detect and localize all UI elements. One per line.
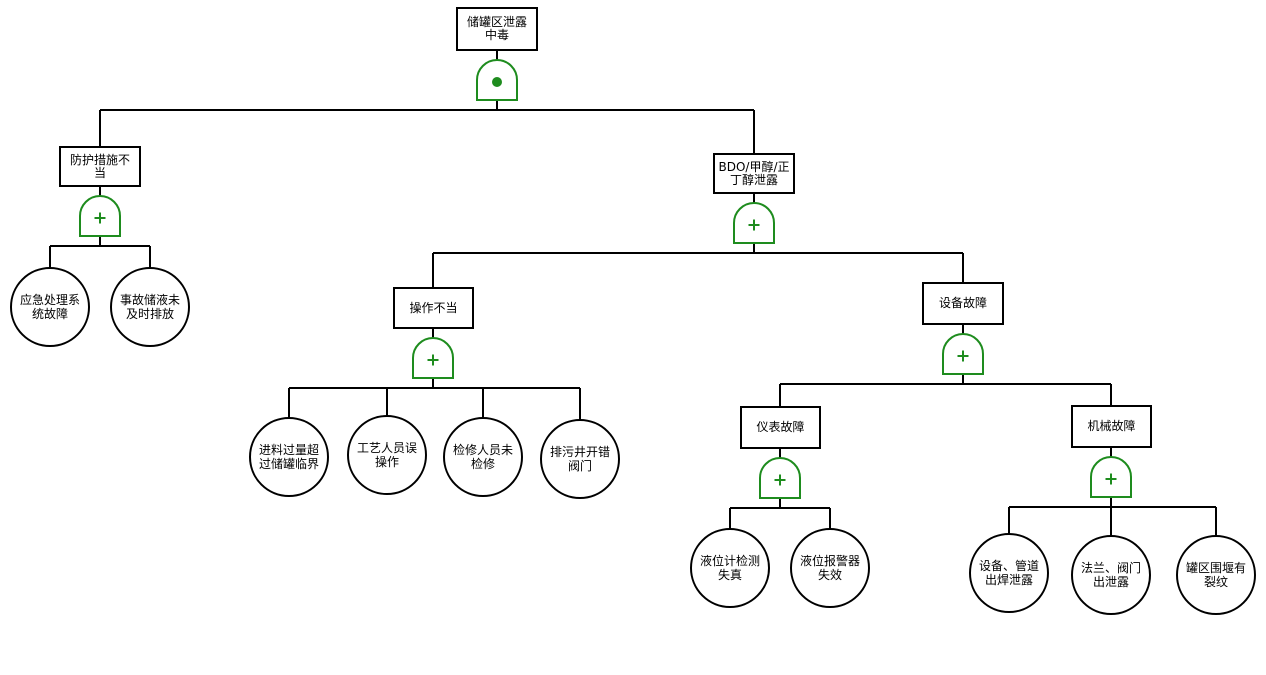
or-gate-icon [79,195,121,237]
basic-event-level-gauge-error: 液位计检测 失真 [690,528,770,608]
basic-event-process-staff-error: 工艺人员误 操作 [347,415,427,495]
basic-event-accident-tank-not-drained: 事故储液未 及时排放 [110,267,190,347]
event-protection-improper: 防护措施不 当 [59,146,141,187]
basic-event-pipe-weld-leak: 设备、管道 出焊泄露 [969,533,1049,613]
or-gate-icon [412,337,454,379]
top-event: 储罐区泄露 中毒 [456,7,538,51]
event-mechanical-failure: 机械故障 [1071,405,1152,448]
basic-event-wrong-valve-opened: 排污井开错 阀门 [540,419,620,499]
event-instrument-failure: 仪表故障 [740,406,821,449]
or-gate-icon [1090,456,1132,498]
basic-event-dike-crack: 罐区围堰有 裂纹 [1176,535,1256,615]
basic-event-maintenance-missed: 检修人员未 检修 [443,417,523,497]
event-operation-improper: 操作不当 [393,287,474,329]
or-gate-icon [942,333,984,375]
basic-event-overfill: 进料过量超 过储罐临界 [249,417,329,497]
basic-event-level-alarm-failure: 液位报警器 失效 [790,528,870,608]
basic-event-flange-valve-leak: 法兰、阀门 出泄露 [1071,535,1151,615]
or-gate-icon [759,457,801,499]
basic-event-emergency-system-failure: 应急处理系 统故障 [10,267,90,347]
connector-lines [49,50,1217,536]
or-gate-icon [733,202,775,244]
event-bdo-leak: BDO/甲醇/正 丁醇泄露 [713,153,795,194]
event-equipment-failure: 设备故障 [922,282,1004,325]
and-gate-icon [476,59,518,101]
